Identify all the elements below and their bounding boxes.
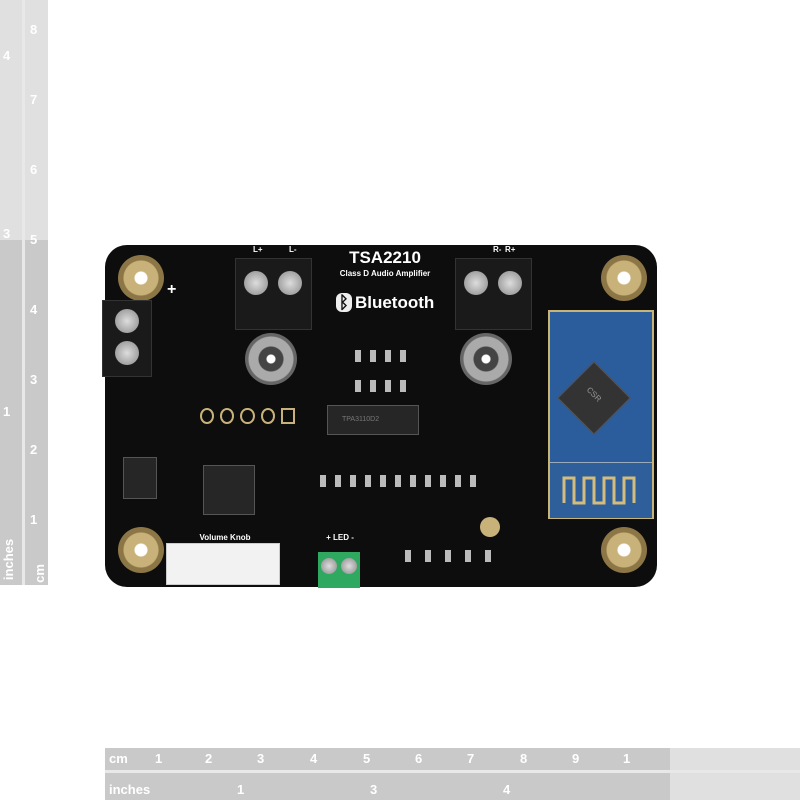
cm-label: 8 (520, 751, 528, 766)
cm-label: 7 (30, 92, 38, 107)
cm-label: 6 (30, 162, 38, 177)
cm-label: 9 (572, 751, 580, 766)
bluetooth-icon: ᛒ (335, 293, 352, 312)
chip-label: TPA3110D2 (342, 416, 380, 423)
cm-label: 1 (155, 751, 163, 766)
cm-label: 4 (30, 302, 38, 317)
terminal-label: L+ (253, 245, 263, 254)
cm-label: 5 (363, 751, 371, 766)
cm-label: 2 (205, 751, 213, 766)
mount-hole (601, 527, 647, 573)
board-title: TSA2210 (349, 248, 421, 267)
cm-label: 1 (30, 512, 38, 527)
bluetooth-module: CSR (548, 310, 654, 519)
amplifier-chip: TPA3110D2 (327, 405, 419, 435)
inch-label: 1 (3, 404, 11, 419)
capacitor (460, 333, 512, 385)
vertical-ruler: 8 7 6 5 4 3 2 1 4 3 1 inches cm (0, 0, 48, 585)
led-label: + LED - (326, 533, 354, 542)
power-terminal (102, 300, 152, 377)
horizontal-ruler: cm 1 2 3 4 5 6 7 8 9 1 inches 1 3 4 (105, 748, 800, 800)
left-speaker-terminal (235, 258, 312, 330)
board-subtitle: Class D Audio Amplifier (339, 269, 431, 278)
volume-knob-connector (166, 543, 280, 585)
capacitor (245, 333, 297, 385)
cm-label: 3 (30, 372, 38, 387)
mount-hole (118, 527, 164, 573)
inch-label: 1 (237, 782, 245, 797)
bluetooth-label: Bluetooth (354, 293, 435, 312)
mount-hole (601, 255, 647, 301)
cm-unit: cm (109, 751, 128, 766)
cm-label: 2 (30, 442, 38, 457)
terminal-label: L- (289, 245, 297, 254)
ic-chip (123, 457, 157, 499)
module-label: CSR (584, 385, 604, 404)
inch-label: 3 (370, 782, 378, 797)
pin-header (200, 408, 296, 424)
microcontroller-chip (203, 465, 255, 515)
inch-label: 4 (503, 782, 511, 797)
cm-unit: cm (31, 564, 47, 583)
inch-label: 3 (3, 226, 11, 241)
csr-chip: CSR (557, 361, 631, 435)
cm-label: 3 (257, 751, 265, 766)
volume-label: Volume Knob (199, 533, 251, 542)
terminal-label: R- (493, 245, 502, 254)
led-terminal (318, 552, 360, 588)
test-pad (480, 517, 500, 537)
mount-hole (118, 255, 164, 301)
right-speaker-terminal (455, 258, 532, 330)
cm-label: 6 (415, 751, 423, 766)
power-label: + (167, 281, 177, 298)
cm-label: 5 (30, 232, 38, 247)
cm-label: 7 (467, 751, 475, 766)
antenna (550, 462, 652, 518)
inch-label: 4 (3, 48, 11, 63)
cm-label: 1 (623, 751, 631, 766)
inch-unit: inches (1, 538, 17, 581)
cm-label: 8 (30, 22, 38, 37)
terminal-label: R+ (505, 245, 516, 254)
inch-unit: inches (109, 782, 151, 797)
cm-label: 4 (310, 751, 318, 766)
